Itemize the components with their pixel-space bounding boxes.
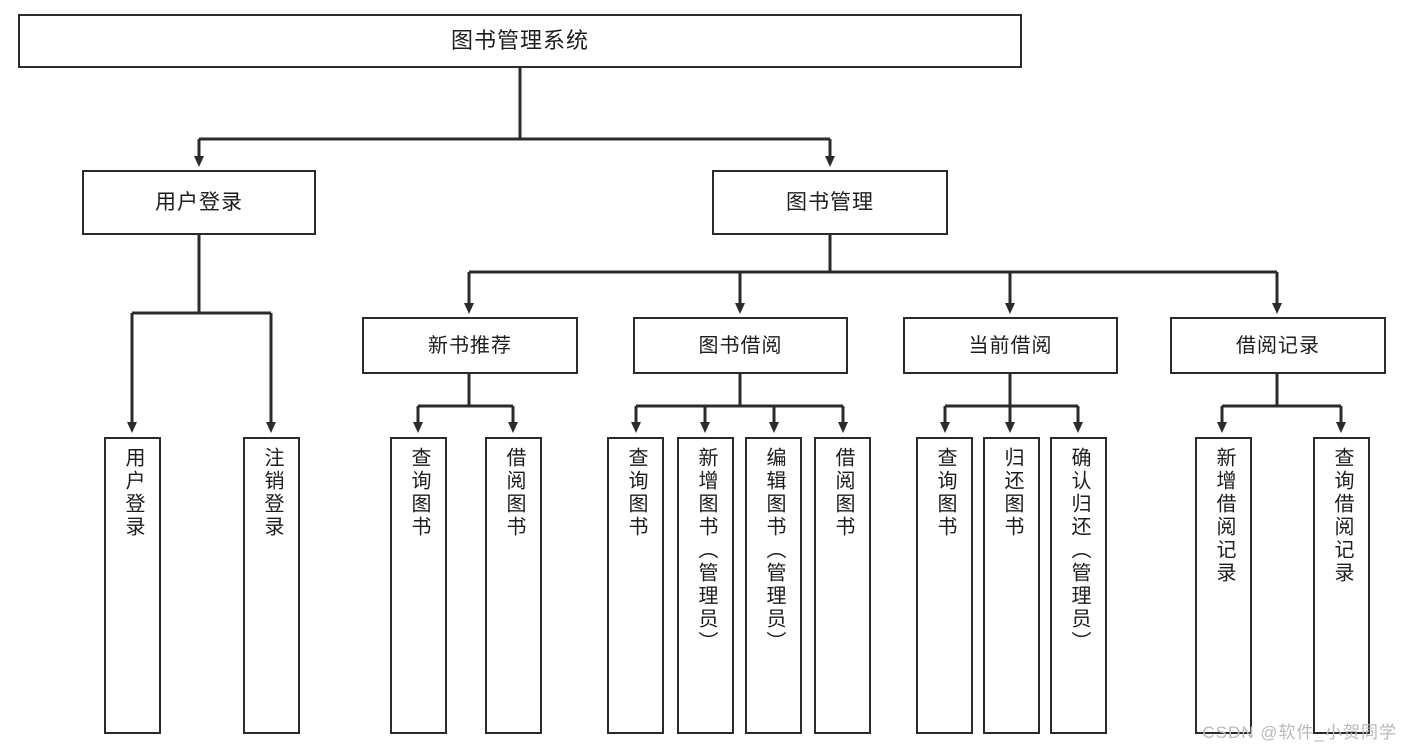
node-new-book-recommend[interactable]: 新书推荐: [362, 317, 578, 374]
node-root-label: 图书管理系统: [450, 27, 589, 53]
node-book-borrow[interactable]: 图书借阅: [633, 317, 848, 374]
leaf-records-query-record-label: 查询借阅记录: [1331, 447, 1353, 585]
node-user-login-label: 用户登录: [155, 190, 243, 214]
leaf-current-return-book-label: 归还图书: [1001, 447, 1023, 539]
leaf-new-book-query[interactable]: 查询图书: [390, 437, 447, 734]
leaf-current-confirm-return-admin-label: 确认归还（管理员）: [1068, 447, 1090, 654]
node-current-borrow[interactable]: 当前借阅: [903, 317, 1118, 374]
node-user-login[interactable]: 用户登录: [82, 170, 316, 235]
leaf-borrow-query-book-label: 查询图书: [625, 447, 647, 539]
leaf-borrow-add-book-admin-label: 新增图书（管理员）: [695, 447, 717, 654]
leaf-new-book-query-label: 查询图书: [408, 447, 430, 539]
csdn-watermark: CSDN @软件_小贺同学: [1202, 723, 1397, 742]
leaf-user-login-logout[interactable]: 注销登录: [243, 437, 300, 734]
leaf-records-add-record-label: 新增借阅记录: [1213, 447, 1235, 585]
leaf-borrow-edit-book-admin[interactable]: 编辑图书（管理员）: [745, 437, 802, 734]
leaf-current-confirm-return-admin[interactable]: 确认归还（管理员）: [1050, 437, 1107, 734]
leaf-user-login-login[interactable]: 用户登录: [104, 437, 161, 734]
leaf-borrow-borrow-book-label: 借阅图书: [832, 447, 854, 539]
node-new-book-recommend-label: 新书推荐: [428, 334, 512, 357]
leaf-borrow-borrow-book[interactable]: 借阅图书: [814, 437, 871, 734]
leaf-records-add-record[interactable]: 新增借阅记录: [1195, 437, 1252, 734]
node-current-borrow-label: 当前借阅: [968, 334, 1053, 357]
leaf-current-query-book-label: 查询图书: [934, 447, 956, 539]
node-book-borrow-label: 图书借阅: [698, 334, 783, 357]
leaf-borrow-query-book[interactable]: 查询图书: [607, 437, 664, 734]
node-borrow-records[interactable]: 借阅记录: [1170, 317, 1386, 374]
leaf-user-login-login-label: 用户登录: [122, 447, 144, 539]
leaf-borrow-edit-book-admin-label: 编辑图书（管理员）: [763, 447, 785, 654]
leaf-user-login-logout-label: 注销登录: [261, 447, 283, 539]
leaf-records-query-record[interactable]: 查询借阅记录: [1313, 437, 1370, 734]
leaf-current-return-book[interactable]: 归还图书: [983, 437, 1040, 734]
node-book-management-label: 图书管理: [786, 190, 874, 214]
leaf-new-book-borrow-label: 借阅图书: [503, 447, 525, 539]
node-root[interactable]: 图书管理系统: [18, 14, 1022, 68]
leaf-current-query-book[interactable]: 查询图书: [916, 437, 973, 734]
node-book-management[interactable]: 图书管理: [712, 170, 948, 235]
leaf-new-book-borrow[interactable]: 借阅图书: [485, 437, 542, 734]
leaf-borrow-add-book-admin[interactable]: 新增图书（管理员）: [677, 437, 734, 734]
node-borrow-records-label: 借阅记录: [1236, 334, 1320, 357]
